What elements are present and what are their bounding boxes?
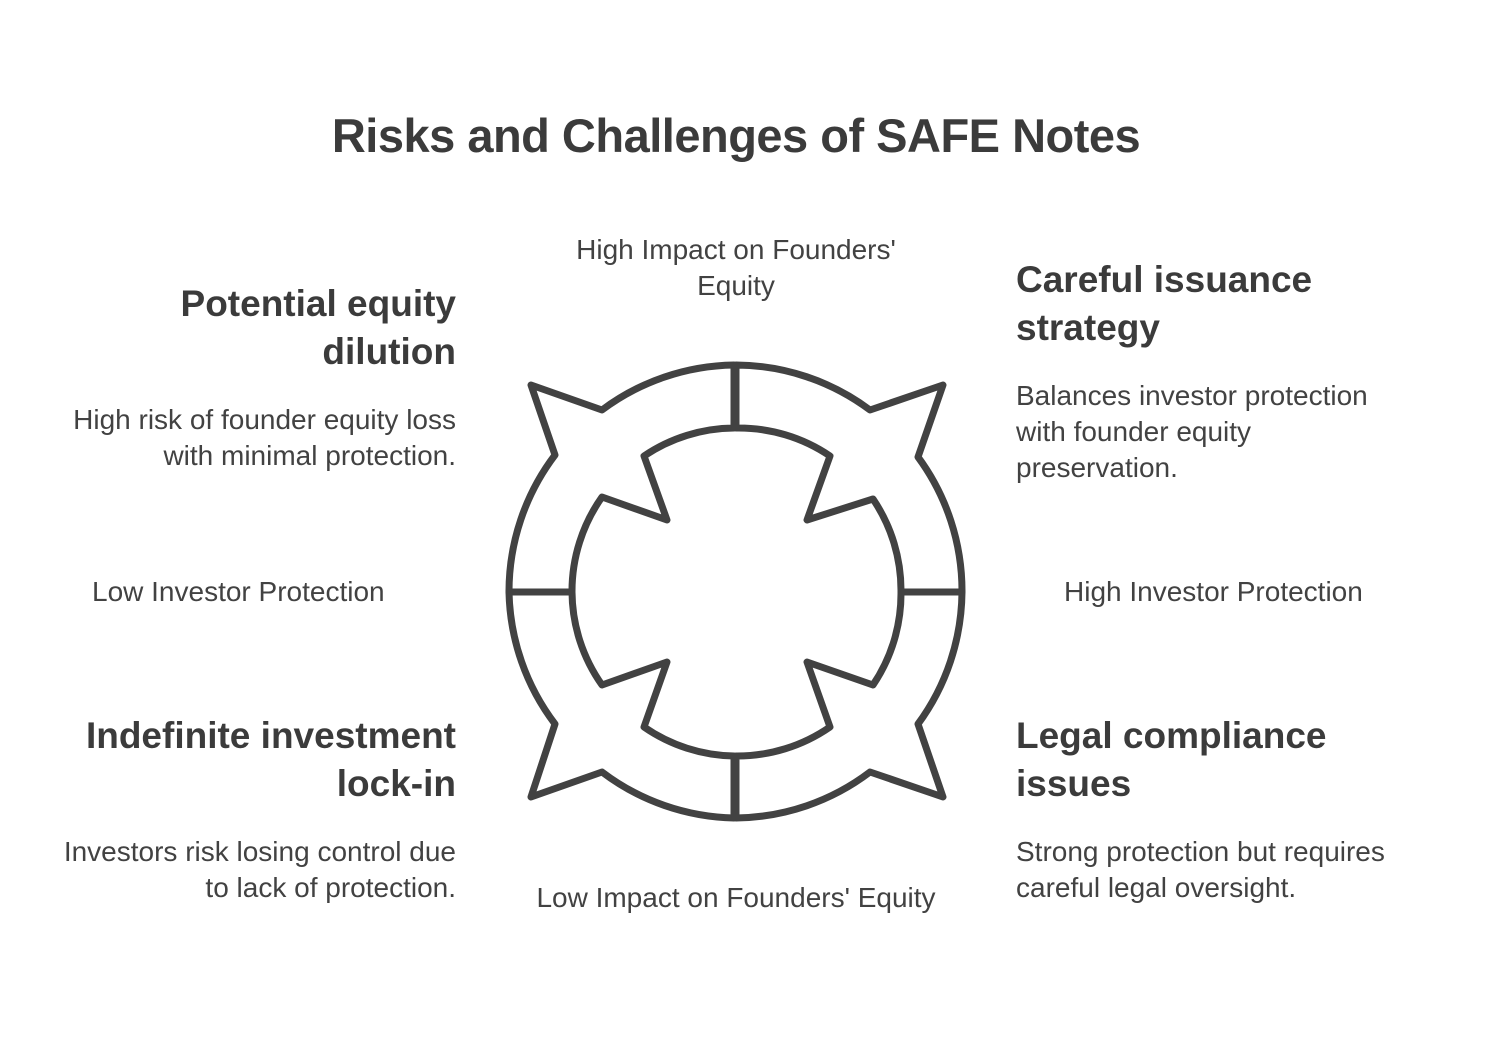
cycle-segment-top-right: [732, 361, 966, 596]
quadrant-top-left: Potential equity dilution High risk of f…: [56, 280, 456, 474]
cycle-segment-top-left: [505, 361, 738, 596]
quadrant-bottom-left: Indefinite investment lock-in Investors …: [56, 712, 456, 906]
quadrant-bottom-right: Legal compliance issues Strong protectio…: [1016, 712, 1416, 906]
quadrant-heading: Careful issuance strategy: [1016, 259, 1313, 348]
quadrant-description: High risk of founder equity loss with mi…: [73, 404, 456, 471]
cycle-segment-bottom-right: [732, 588, 966, 822]
axis-label-bottom: Low Impact on Founders' Equity: [536, 882, 936, 913]
quadrant-heading: Legal compliance issues: [1016, 715, 1327, 804]
quadrant-description: Balances investor protection with founde…: [1016, 380, 1368, 483]
quadrant-description: Strong protection but requires careful l…: [1016, 836, 1385, 903]
axis-label-right: High Investor Protection: [1064, 576, 1363, 607]
quadrant-heading: Potential equity dilution: [180, 283, 456, 372]
cycle-segment-bottom-left: [505, 588, 738, 822]
quadrant-description: Investors risk losing control due to lac…: [63, 836, 456, 903]
axis-label-top: High Impact on Founders' Equity: [576, 234, 896, 301]
quadrant-heading: Indefinite investment lock-in: [85, 715, 456, 804]
axis-label-left: Low Investor Protection: [92, 576, 385, 607]
diagram-title: Risks and Challenges of SAFE Notes: [331, 109, 1141, 162]
quadrant-top-right: Careful issuance strategy Balances inves…: [1016, 256, 1416, 486]
